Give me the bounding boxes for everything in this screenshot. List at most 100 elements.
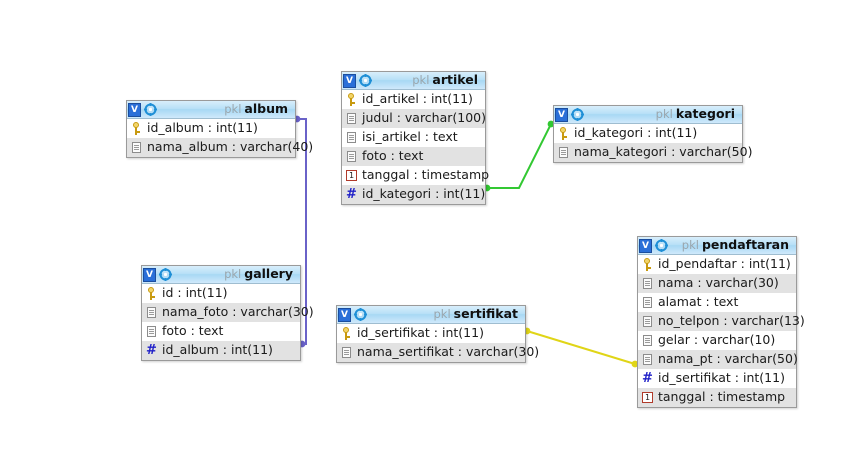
key-icon <box>340 327 353 340</box>
table-row[interactable]: # id_album : int(11) <box>142 341 300 360</box>
table-schema-album: pkl <box>224 103 242 116</box>
table-name-pendaftaran: pendaftaran <box>701 239 789 252</box>
column-label: nama : varchar(30) <box>658 275 779 291</box>
view-badge-icon: V <box>343 73 356 88</box>
column-label: nama_foto : varchar(30) <box>162 304 314 320</box>
key-icon <box>130 122 143 135</box>
column-label: judul : varchar(100) <box>362 110 487 126</box>
column-label: tanggal : timestamp <box>658 389 786 405</box>
column-label: no_telpon : varchar(13) <box>658 313 805 329</box>
key-icon <box>345 93 358 106</box>
table-row[interactable]: nama_sertifikat : varchar(30) <box>337 343 539 362</box>
gear-icon[interactable] <box>144 103 157 116</box>
column-label: nama_album : varchar(40) <box>147 139 314 155</box>
column-doc-icon <box>641 277 654 290</box>
table-row[interactable]: nama : varchar(30) <box>638 274 796 293</box>
table-name-gallery: gallery <box>244 268 293 281</box>
column-label: tanggal : timestamp <box>362 167 490 183</box>
column-label: id_pendaftar : int(11) <box>658 256 791 272</box>
column-doc-icon <box>557 146 570 159</box>
column-doc-icon <box>345 112 358 125</box>
column-label: id : int(11) <box>162 285 228 301</box>
column-label: gelar : varchar(10) <box>658 332 776 348</box>
table-name-kategori: kategori <box>675 108 735 121</box>
table-row[interactable]: no_telpon : varchar(13) <box>638 312 805 331</box>
table-row[interactable]: foto : text <box>342 147 485 166</box>
table-row[interactable]: id : int(11) <box>142 284 300 303</box>
table-name-sertifikat: sertifikat <box>453 308 518 321</box>
table-schema-gallery: pkl <box>224 268 242 281</box>
table-schema-kategori: pkl <box>655 108 673 121</box>
table-row[interactable]: foto : text <box>142 322 300 341</box>
column-doc-icon <box>641 353 654 366</box>
gear-icon[interactable] <box>571 108 584 121</box>
table-row[interactable]: # id_kategori : int(11) <box>342 185 485 204</box>
view-badge-icon: V <box>143 267 156 282</box>
column-label: alamat : text <box>658 294 739 310</box>
column-label: id_kategori : int(11) <box>362 186 486 202</box>
gear-icon[interactable] <box>159 268 172 281</box>
table-row[interactable]: id_sertifikat : int(11) <box>337 324 525 343</box>
column-label: id_album : int(11) <box>162 342 273 358</box>
relation-sertifikat-pendaftaran[interactable] <box>526 330 636 365</box>
timestamp-icon: 1 <box>345 169 358 182</box>
table-row[interactable]: id_artikel : int(11) <box>342 90 485 109</box>
table-row[interactable]: isi_artikel : text <box>342 128 485 147</box>
table-row[interactable]: nama_foto : varchar(30) <box>142 303 314 322</box>
gear-icon[interactable] <box>354 308 367 321</box>
relation-artikel-kategori[interactable] <box>487 123 552 189</box>
column-doc-icon <box>641 334 654 347</box>
table-row[interactable]: #id_sertifikat : int(11) <box>638 369 796 388</box>
table-row[interactable]: nama_pt : varchar(50) <box>638 350 798 369</box>
table-row[interactable]: judul : varchar(100) <box>342 109 487 128</box>
column-doc-icon <box>130 141 143 154</box>
view-badge-icon: V <box>555 107 568 122</box>
column-label: foto : text <box>162 323 224 339</box>
column-doc-icon <box>345 150 358 163</box>
gear-icon[interactable] <box>655 239 668 252</box>
column-label: foto : text <box>362 148 424 164</box>
column-doc-icon <box>145 306 158 319</box>
column-label: id_artikel : int(11) <box>362 91 473 107</box>
table-row[interactable]: id_pendaftar : int(11) <box>638 255 796 274</box>
table-row[interactable]: id_kategori : int(11) <box>554 124 742 143</box>
table-row[interactable]: id_album : int(11) <box>127 119 295 138</box>
column-label: id_sertifikat : int(11) <box>357 325 484 341</box>
key-icon <box>641 258 654 271</box>
table-row[interactable]: nama_album : varchar(40) <box>127 138 313 157</box>
column-label: nama_sertifikat : varchar(30) <box>357 344 540 360</box>
column-doc-icon <box>345 131 358 144</box>
gear-icon[interactable] <box>359 74 372 87</box>
hash-index-icon: # <box>346 187 357 202</box>
table-row[interactable]: gelar : varchar(10) <box>638 331 796 350</box>
table-row[interactable]: 1 tanggal : timestamp <box>342 166 489 185</box>
column-doc-icon <box>340 346 353 359</box>
column-label: nama_kategori : varchar(50) <box>574 144 753 160</box>
column-label: isi_artikel : text <box>362 129 458 145</box>
table-row[interactable]: alamat : text <box>638 293 796 312</box>
table-row[interactable]: nama_kategori : varchar(50) <box>554 143 752 162</box>
table-schema-artikel: pkl <box>412 74 430 87</box>
column-doc-icon <box>641 315 654 328</box>
column-label: id_album : int(11) <box>147 120 258 136</box>
table-row[interactable]: 1 tanggal : timestamp <box>638 388 796 407</box>
hash-index-icon: # <box>146 343 157 358</box>
timestamp-icon: 1 <box>641 391 654 404</box>
